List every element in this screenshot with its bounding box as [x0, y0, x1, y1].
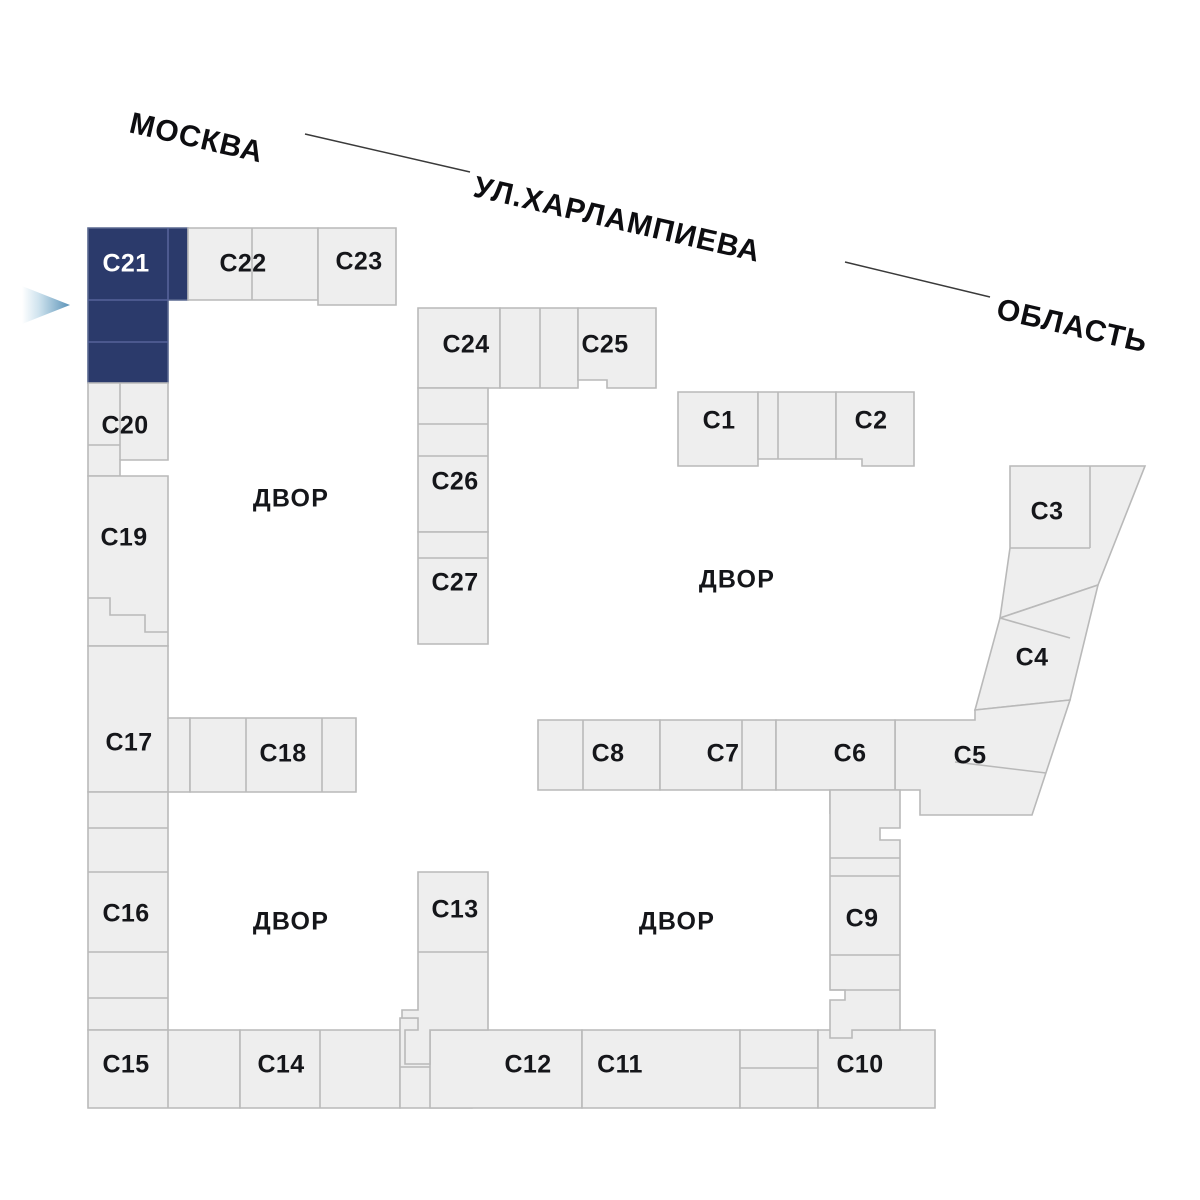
building-C9-label: C9 [846, 905, 879, 933]
building-connector-south-east[interactable] [739, 1029, 819, 1109]
building-C15[interactable]: C15 [87, 1029, 241, 1109]
connector-south-east-footprint[interactable] [739, 1029, 819, 1109]
building-C25[interactable]: C25 [577, 307, 657, 389]
yard-label-northeast: ДВОР [699, 566, 775, 594]
building-C23[interactable]: C23 [317, 227, 397, 306]
building-C8-label: C8 [592, 740, 625, 768]
building-C19-footprint[interactable] [87, 475, 169, 647]
building-C10-label: C10 [836, 1051, 883, 1079]
building-C27-footprint[interactable] [417, 531, 489, 645]
street-label-oblast: ОБЛАСТЬ [993, 293, 1150, 360]
building-C17[interactable]: C17 [87, 645, 191, 793]
building-C25-label: C25 [581, 331, 628, 359]
building-C21-label: C21 [102, 250, 149, 278]
building-C17-label: C17 [105, 729, 152, 757]
building-C12[interactable]: C12 [429, 1029, 583, 1109]
building-C20-label: C20 [101, 412, 148, 440]
building-C19[interactable]: C19 [87, 475, 169, 647]
building-C9-footprint[interactable] [829, 789, 901, 1039]
building-C21[interactable]: C21 [87, 227, 189, 384]
building-C11[interactable]: C11 [581, 1029, 741, 1109]
building-C18-footprint[interactable] [189, 717, 357, 793]
building-C26-label: C26 [431, 468, 478, 496]
building-C22-label: C22 [219, 250, 266, 278]
building-C2[interactable]: C2 [835, 391, 915, 467]
building-C26-footprint[interactable] [417, 387, 489, 533]
yard-label-northwest: ДВОР [253, 485, 329, 513]
yard-label-southwest: ДВОР [253, 908, 329, 936]
building-C20[interactable]: C20 [87, 382, 169, 477]
building-C2-label: C2 [855, 407, 888, 435]
building-C7[interactable]: C7 [659, 719, 777, 791]
leader-line-oblast [844, 261, 991, 298]
building-connector-north-central[interactable] [499, 307, 579, 389]
building-C4-label: C4 [1016, 644, 1049, 672]
building-C13[interactable]: C13 [401, 871, 489, 1065]
building-C27[interactable]: C27 [417, 531, 489, 645]
building-C14[interactable]: C14 [239, 1029, 401, 1109]
yard-label-southeast: ДВОР [639, 908, 715, 936]
building-C6-label: C6 [834, 740, 867, 768]
building-C3[interactable]: C3 [999, 465, 1147, 620]
building-connector-northeast[interactable] [757, 391, 837, 460]
building-C1-footprint[interactable] [677, 391, 759, 467]
building-C16-label: C16 [102, 900, 149, 928]
street-label-harlampieva: УЛ.ХАРЛАМПИЕВА [470, 171, 763, 269]
building-C18[interactable]: C18 [189, 717, 357, 793]
building-C25-footprint[interactable] [577, 307, 657, 389]
building-C19-label: C19 [100, 524, 147, 552]
building-C14-label: C14 [257, 1051, 304, 1079]
building-C13-label: C13 [431, 896, 478, 924]
building-C5[interactable]: C5 [894, 699, 1072, 816]
building-C23-footprint[interactable] [317, 227, 397, 306]
building-C6[interactable]: C6 [775, 719, 896, 814]
building-C13-footprint[interactable] [401, 871, 489, 1065]
building-C8[interactable]: C8 [537, 719, 661, 791]
building-C1-label: C1 [703, 407, 736, 435]
building-C11-label: C11 [597, 1051, 643, 1079]
building-C22[interactable]: C22 [187, 227, 319, 301]
building-C7-label: C7 [707, 740, 740, 768]
building-C18-label: C18 [259, 740, 306, 768]
building-C15-label: C15 [102, 1051, 149, 1079]
building-C4[interactable]: C4 [973, 583, 1100, 711]
connector-northeast-footprint[interactable] [757, 391, 837, 460]
building-C24-label: C24 [442, 331, 489, 359]
building-C10[interactable]: C10 [817, 1029, 936, 1109]
building-C27-label: C27 [431, 569, 478, 597]
current-position-marker-icon[interactable] [22, 286, 70, 324]
building-C23-label: C23 [335, 248, 382, 276]
building-C2-footprint[interactable] [835, 391, 915, 467]
building-C16[interactable]: C16 [87, 791, 169, 1031]
building-C3-label: C3 [1031, 498, 1064, 526]
building-C26[interactable]: C26 [417, 387, 489, 533]
building-C12-label: C12 [504, 1051, 551, 1079]
building-C24[interactable]: C24 [417, 307, 501, 389]
building-C17-footprint[interactable] [87, 645, 191, 793]
street-label-moscow: МОСКВА [126, 107, 266, 170]
building-C5-footprint[interactable] [894, 699, 1072, 816]
building-C9[interactable]: C9 [829, 789, 901, 1039]
leader-line-moscow [304, 133, 471, 173]
building-C5-label: C5 [954, 742, 987, 770]
connector-north-central-footprint[interactable] [499, 307, 579, 389]
building-C1[interactable]: C1 [677, 391, 759, 467]
